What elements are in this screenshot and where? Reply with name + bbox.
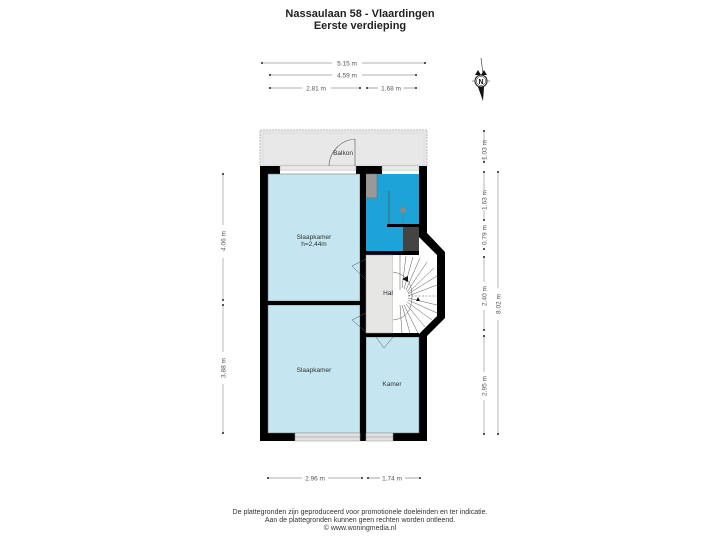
doors [351,258,394,349]
disclaimer-line-2: Aan de plattegronden kunnen geen rechten… [264,517,456,524]
room-label-bedroom-2: Slaapkamer [297,367,333,374]
dim-right-bath: 1.63 m [482,190,489,210]
room-label-hall: Hal [383,290,393,297]
dim-top-total: 5.15 m [337,61,357,68]
dim-right-kamer: 2.95 m [482,376,489,396]
room-label-balcony: Balkon [333,150,353,157]
dim-right-total: 8.02 m [496,294,503,314]
dim-bottom-left: 2.96 m [305,476,325,483]
dim-left-upper: 4.06 m [221,231,228,251]
staircase [392,255,438,334]
room-hall: Hal [365,254,438,334]
room-bedroom-2 [267,304,361,434]
dim-right-small: 0.79 m [482,225,489,245]
dim-bottom-right: 1.74 m [382,476,402,483]
page-title: Nassaulaan 58 - Vlaardingen [285,8,435,20]
walls [260,166,445,441]
dim-top-left: 2.81 m [306,86,326,93]
dim-top-inner: 4.59 m [337,73,357,80]
room-height-bedroom-1: h=2,44m [301,241,326,248]
north-arrow-icon: N [472,57,490,101]
room-label-bedroom-1: Slaapkamer [297,234,333,241]
floor-subtitle: Eerste verdieping [313,20,407,32]
dim-left-lower: 3.88 m [221,358,228,378]
dim-right-balcony: 1.03 m [482,140,489,160]
right-dimensions [483,131,499,434]
balcony: Balkon [259,129,428,168]
room-label-kamer: Kamer [382,381,402,388]
copyright: © www.woningmedia.nl [323,525,397,532]
wall-center [360,166,366,441]
dim-right-hall: 2.40 m [482,286,489,306]
room-bathroom [362,173,419,251]
top-dimensions [262,62,425,89]
dim-top-right: 1.68 m [381,86,401,93]
disclaimer-line-1: De plattegronden zijn geproduceerd voor … [232,509,488,516]
svg-text:N: N [478,79,483,86]
windows [279,165,420,442]
